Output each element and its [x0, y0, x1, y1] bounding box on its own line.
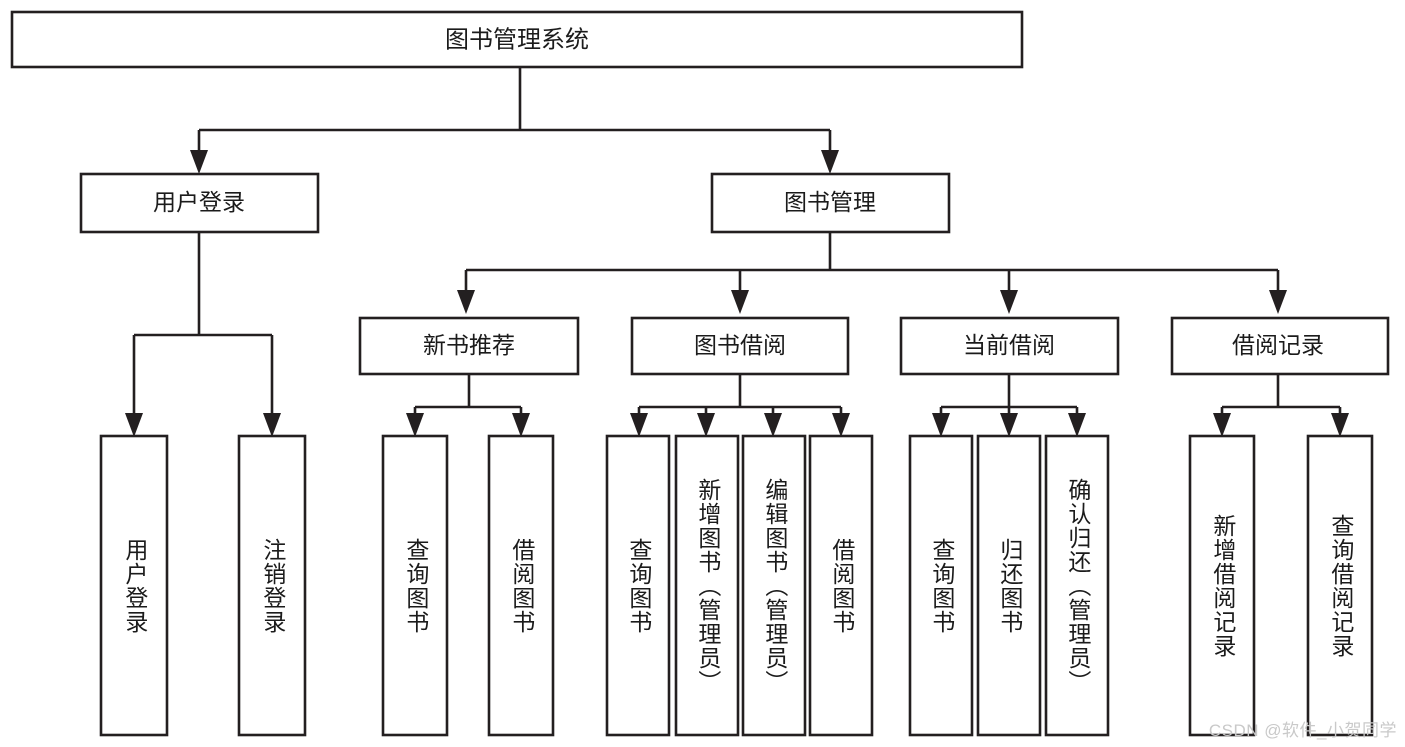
- leaf-box[interactable]: [487, 434, 555, 737]
- node-book-management-label: 图书管理: [784, 189, 876, 215]
- connector-current-to-leaves: [932, 374, 1086, 437]
- connector-bookmgmt-to-level3: [457, 232, 1287, 314]
- node-current-borrow[interactable]: [899, 316, 1120, 376]
- leaf-box[interactable]: [908, 434, 974, 737]
- leaf-box[interactable]: [605, 434, 671, 737]
- node-user-login[interactable]: [79, 172, 320, 234]
- node-user-login-label: 用户登录: [153, 189, 245, 215]
- connector-record-to-leaves: [1213, 374, 1349, 437]
- leaf-box[interactable]: [1044, 434, 1110, 737]
- connector-newbook-to-leaves: [406, 374, 530, 437]
- node-borrow-record-label: 借阅记录: [1232, 332, 1324, 358]
- node-book-management[interactable]: [710, 172, 951, 234]
- connector-borrow-to-leaves: [630, 374, 850, 437]
- node-root-label: 图书管理系统: [445, 26, 589, 53]
- node-current-borrow-label: 当前借阅: [963, 332, 1055, 358]
- node-root[interactable]: [10, 10, 1024, 69]
- node-borrow-record[interactable]: [1170, 316, 1390, 376]
- node-new-book-recommend[interactable]: [358, 316, 580, 376]
- connector-userlogin-to-leaves: [125, 232, 281, 437]
- watermark: CSDN @软件_小贺同学: [1208, 721, 1397, 740]
- node-new-book-recommend-label: 新书推荐: [423, 332, 515, 358]
- leaf-box[interactable]: [741, 434, 807, 737]
- leaf-box[interactable]: [1306, 434, 1374, 737]
- node-book-borrow-label: 图书借阅: [694, 332, 786, 358]
- leaf-box[interactable]: [976, 434, 1042, 737]
- leaf-box[interactable]: [237, 434, 307, 737]
- leaf-box[interactable]: [808, 434, 874, 737]
- leaf-box[interactable]: [381, 434, 449, 737]
- leaf-box[interactable]: [674, 434, 740, 737]
- leaf-box[interactable]: [1188, 434, 1256, 737]
- connector-root-to-level2: [190, 67, 839, 174]
- leaf-box[interactable]: [99, 434, 169, 737]
- node-book-borrow[interactable]: [630, 316, 850, 376]
